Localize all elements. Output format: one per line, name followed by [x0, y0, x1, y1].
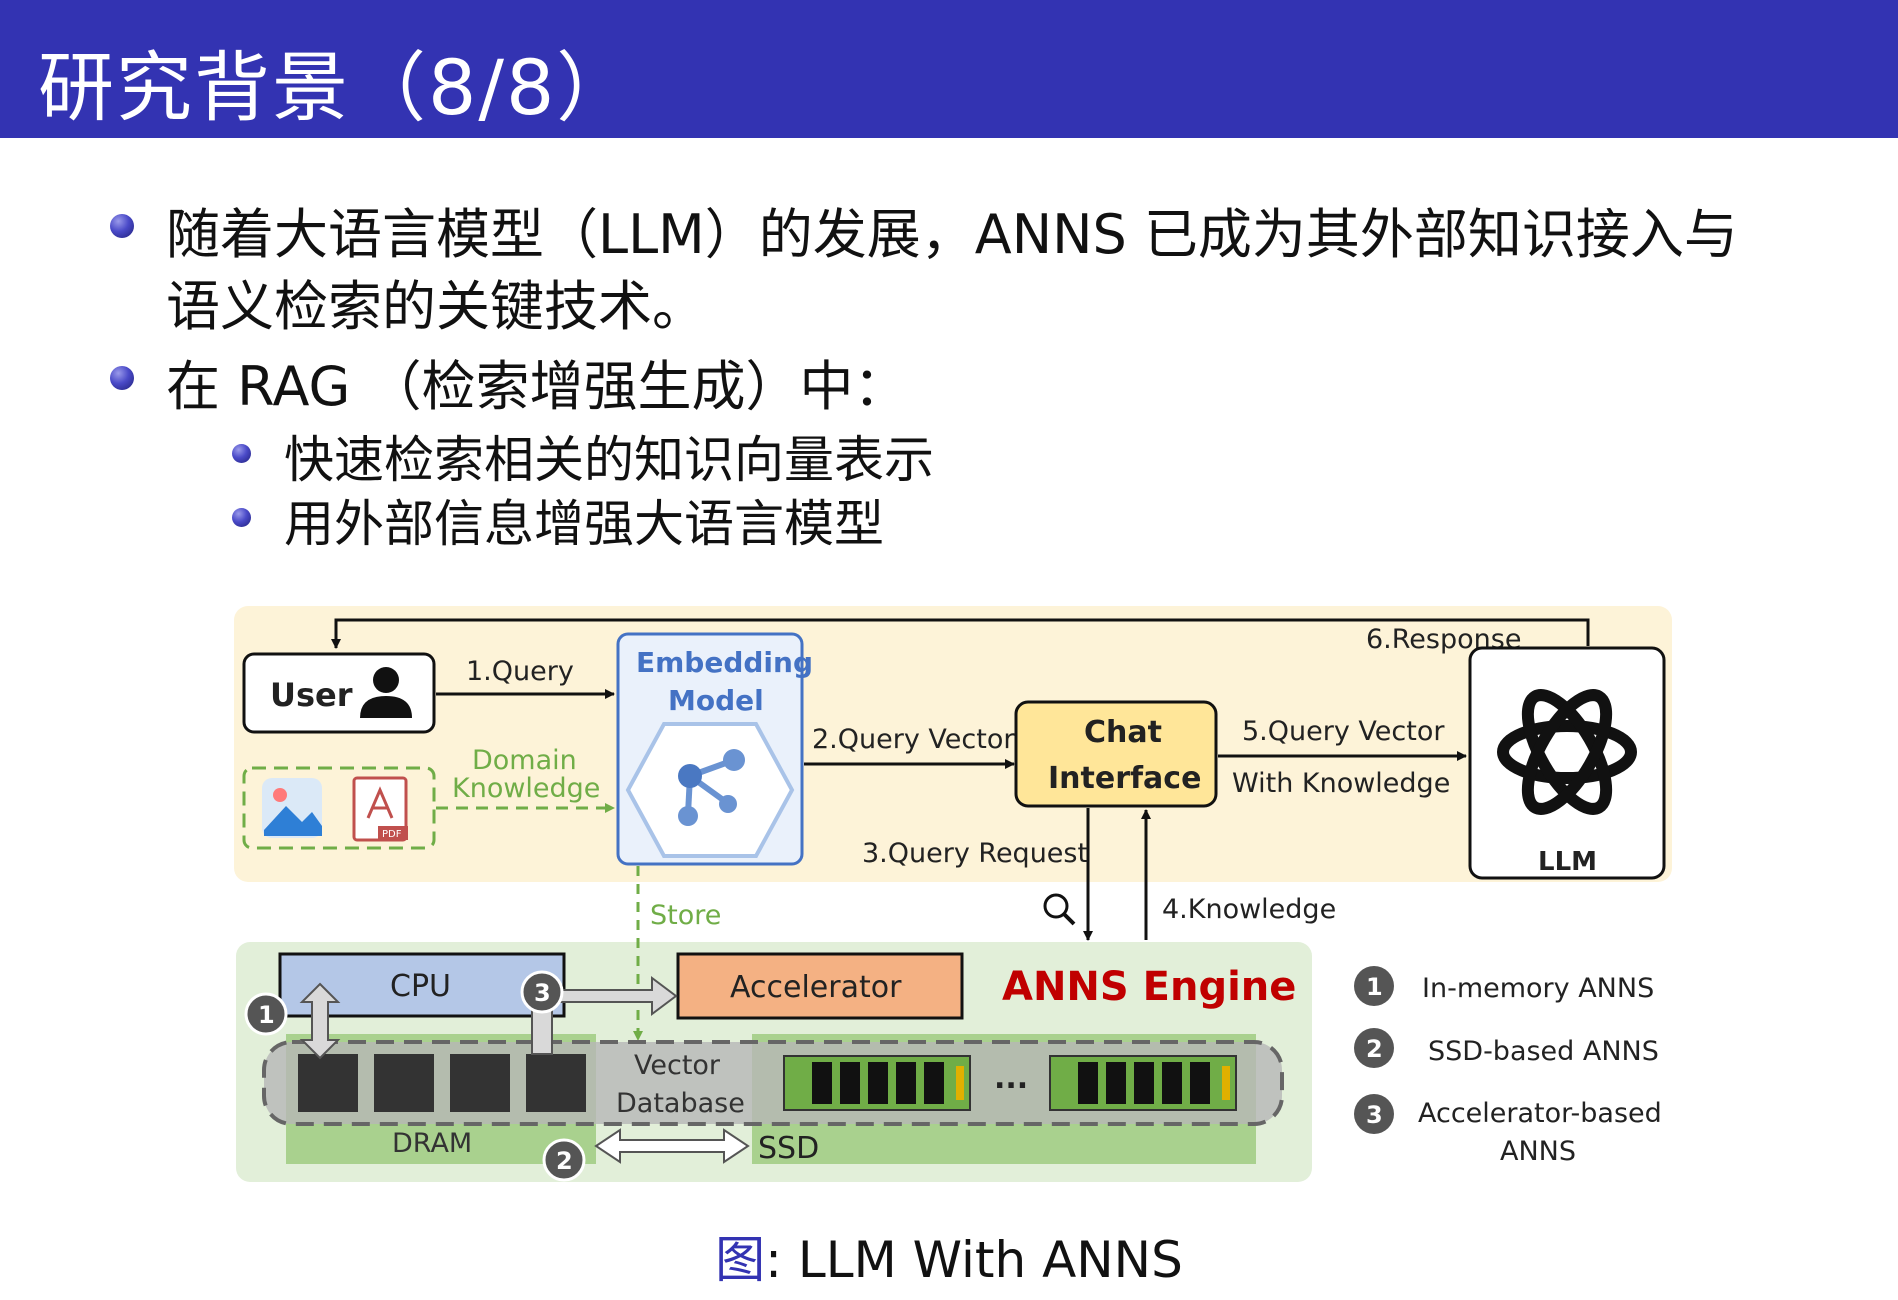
image-icon	[262, 778, 322, 838]
ssd-drive-2	[1049, 1055, 1237, 1111]
network-icon	[678, 749, 745, 826]
legend-item-1: 1 In-memory ANNS	[1354, 966, 1654, 1006]
badge-2: 2	[542, 1138, 586, 1182]
slide-header: 研究背景（8/8）	[0, 0, 1898, 138]
bullet-marker	[110, 214, 134, 238]
vector-database	[262, 1040, 1284, 1126]
openai-logo-icon	[1497, 689, 1637, 815]
response-arrow	[331, 618, 1590, 649]
badge-1: 1	[244, 992, 288, 1036]
caption-label: 图	[715, 1231, 766, 1289]
dram-label: DRAM	[392, 1128, 472, 1159]
query-vector-knowledge-1: 5.Query Vector	[1242, 716, 1445, 747]
knowledge-label: 4.Knowledge	[1162, 894, 1336, 925]
bullet-text-1a: 随着大语言模型（LLM）的发展，ANNS 已成为其外部知识接入与	[166, 203, 1738, 266]
dram-chip	[526, 1054, 586, 1112]
accelerator-box	[676, 952, 964, 1020]
svg-text:3: 3	[534, 979, 551, 1007]
llm-box	[1468, 646, 1666, 880]
svg-text:Accelerator-based: Accelerator-based	[1418, 1098, 1662, 1129]
query-label: 1.Query	[466, 656, 574, 687]
embedding-title-1: Embedding	[636, 646, 813, 679]
legend-item-3: 3 Accelerator-based ANNS	[1354, 1094, 1662, 1167]
bullet-text-2: 在 RAG （检索增强生成）中：	[166, 355, 908, 418]
ssd-drive-1	[783, 1055, 971, 1111]
legend-item-2: 2 SSD-based ANNS	[1354, 1028, 1659, 1068]
store-label: Store	[650, 900, 721, 931]
sub-bullet-marker	[232, 444, 251, 463]
bullet-marker	[110, 366, 134, 390]
domain-label-1: Domain	[472, 745, 577, 776]
dram-accelerator-arrow	[531, 976, 678, 1055]
slide-title: 研究背景（8/8）	[38, 43, 635, 132]
svg-text:3: 3	[1366, 1101, 1383, 1129]
person-icon	[360, 667, 412, 718]
sub-bullet-text-2: 用外部信息增强大语言模型	[284, 495, 884, 553]
sub-bullet-text-1: 快速检索相关的知识向量表示	[284, 431, 934, 489]
sub-bullet-marker	[232, 508, 251, 527]
dram-ssd-arrow	[594, 1128, 750, 1164]
vector-db-2: Database	[616, 1088, 745, 1119]
user-label: User	[270, 676, 353, 714]
chat-interface-2: Interface	[1048, 761, 1201, 796]
svg-text:SSD-based ANNS: SSD-based ANNS	[1428, 1036, 1659, 1067]
anns-engine-label: ANNS Engine	[1002, 964, 1296, 1010]
bullet-text-1b: 语义检索的关键技术。	[166, 275, 706, 338]
svg-text:2: 2	[1366, 1035, 1383, 1063]
svg-text:1: 1	[1366, 973, 1383, 1001]
pdf-icon: PDF	[352, 776, 408, 842]
vector-db-1: Vector	[634, 1050, 721, 1081]
dram-chip	[374, 1054, 434, 1112]
ssd-label: SSD	[758, 1131, 819, 1166]
query-vector-knowledge-2: With Knowledge	[1232, 768, 1450, 799]
badge-3: 3	[520, 970, 564, 1014]
chat-interface-box	[1014, 700, 1218, 808]
svg-text:2: 2	[556, 1147, 573, 1175]
llm-label: LLM	[1538, 847, 1597, 877]
cpu-dram-arrow	[299, 982, 341, 1060]
caption-text: LLM With ANNS	[797, 1231, 1183, 1289]
query-request-label: 3.Query Request	[862, 838, 1088, 869]
search-icon	[1043, 893, 1076, 926]
figure-caption: 图: LLM With ANNS	[0, 1220, 1898, 1292]
domain-label-2: Knowledge	[452, 773, 600, 804]
cpu-label: CPU	[390, 969, 451, 1004]
chat-interface-1: Chat	[1084, 715, 1162, 750]
top-panel	[234, 606, 1672, 882]
pdf-label: PDF	[382, 829, 402, 840]
ssd-ellipsis: ...	[994, 1061, 1028, 1096]
query-vector-label: 2.Query Vector	[812, 724, 1015, 755]
dram-chip	[298, 1054, 358, 1112]
dram-chip	[450, 1054, 510, 1112]
svg-text:1: 1	[258, 1001, 275, 1029]
embedding-title-2: Model	[668, 684, 764, 717]
caption-sep: :	[765, 1231, 798, 1289]
svg-text:ANNS: ANNS	[1500, 1136, 1576, 1167]
accelerator-label: Accelerator	[730, 970, 902, 1005]
svg-text:In-memory ANNS: In-memory ANNS	[1422, 973, 1654, 1004]
